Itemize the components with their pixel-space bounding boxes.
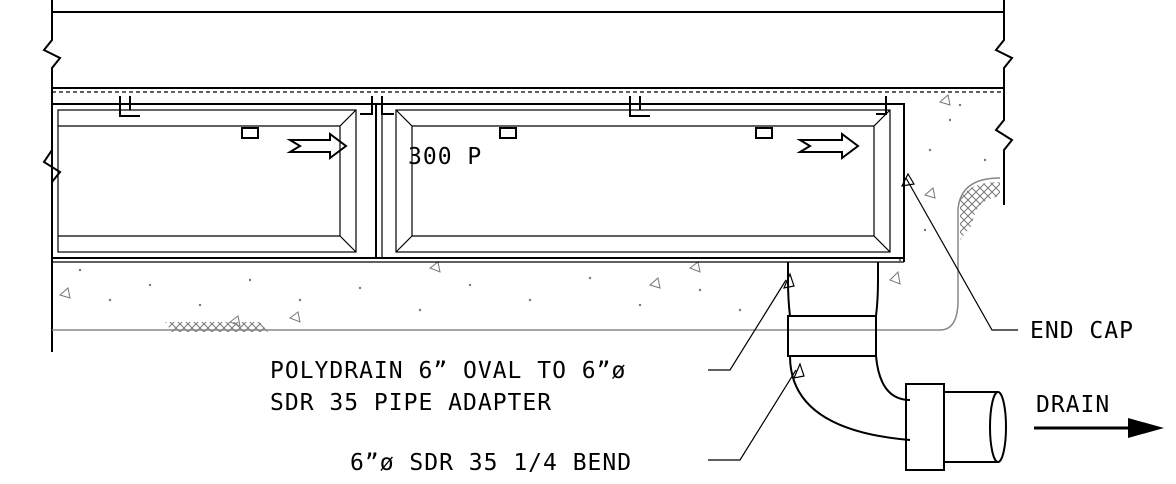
trench-drain-channel: 300 P bbox=[51, 96, 905, 263]
leader-lines bbox=[708, 172, 1018, 461]
drain-arrow bbox=[1034, 418, 1164, 438]
drain-label: DRAIN bbox=[1036, 392, 1110, 418]
aggregate-marks bbox=[58, 94, 951, 327]
bend-label: 6”ø SDR 35 1/4 BEND bbox=[350, 450, 632, 476]
concrete-bedding bbox=[52, 94, 1001, 332]
stipple-dots bbox=[78, 103, 987, 312]
end-cap-label: END CAP bbox=[1030, 318, 1134, 344]
outlet-pipe bbox=[787, 262, 1007, 471]
adapter-label-line2: SDR 35 PIPE ADAPTER bbox=[270, 390, 552, 416]
channel-model-label: 300 P bbox=[408, 144, 482, 170]
adapter-label-line1: POLYDRAIN 6” OVAL TO 6”ø bbox=[270, 358, 626, 384]
concrete-slab bbox=[42, 0, 1014, 352]
